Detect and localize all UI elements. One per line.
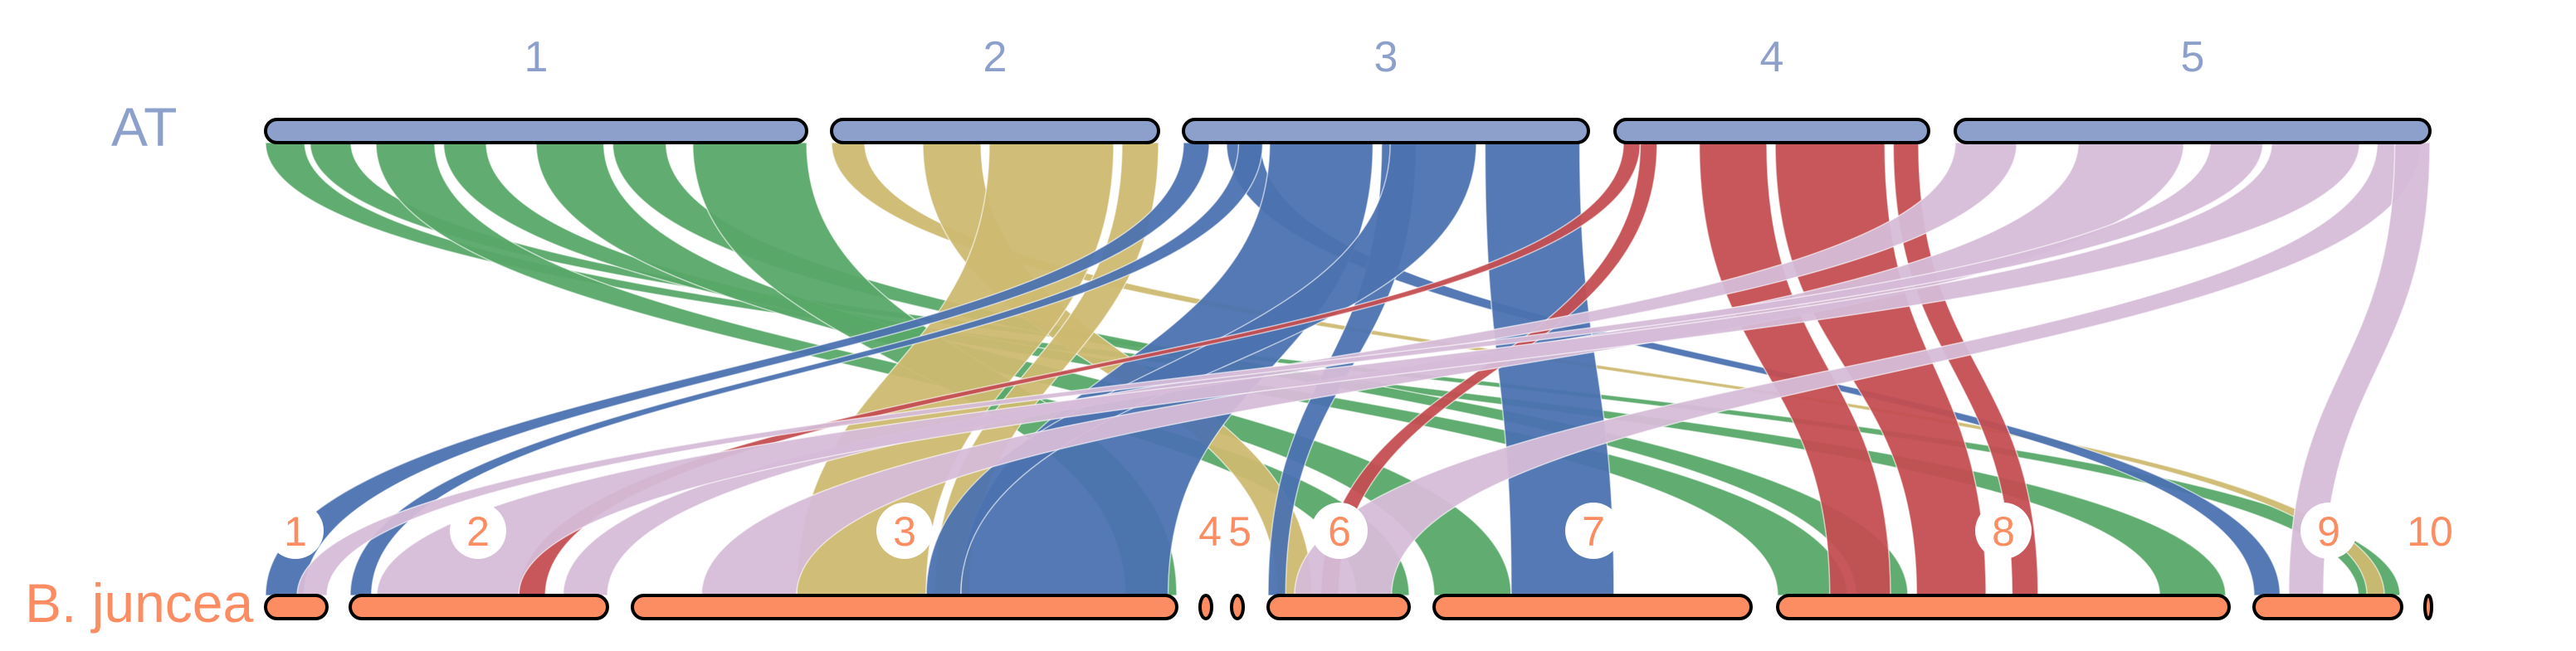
bottom-chromosome-bars — [264, 594, 2433, 620]
bj-chromosome-label-4: 4 — [1198, 508, 1222, 555]
bj-chromosome-bar-4 — [1198, 594, 1213, 620]
at-chromosome-label-5: 5 — [2181, 33, 2205, 81]
bj-chromosome-bar-5 — [1230, 594, 1245, 620]
bj-chromosome-bar-3 — [631, 594, 1178, 620]
bj-chromosome-bar-9 — [2252, 594, 2403, 620]
bj-chromosome-label-1: 1 — [284, 508, 307, 555]
bj-chromosome-bar-10 — [2423, 594, 2433, 620]
bj-chromosome-label-bg-8 — [1975, 503, 2032, 559]
bj-chromosome-label-8: 8 — [1992, 508, 2015, 555]
bottom-genome-label: B. juncea — [25, 572, 253, 634]
bj-chromosome-bar-8 — [1776, 594, 2231, 620]
at-chromosome-label-1: 1 — [524, 33, 549, 81]
bj-chromosome-label-9: 9 — [2317, 508, 2340, 555]
at-chromosome-bar-3 — [1182, 118, 1590, 144]
bj-chromosome-bar-6 — [1266, 594, 1411, 620]
at-chromosome-bar-1 — [264, 118, 808, 144]
at-chromosome-label-2: 2 — [983, 33, 1007, 81]
top-genome-label: AT — [111, 96, 177, 158]
top-chromosome-bars — [264, 118, 2432, 144]
bj-chromosome-label-bg-6 — [1311, 503, 1368, 559]
bj-chromosome-label-bg-7 — [1565, 503, 1622, 559]
bj-chromosome-label-3: 3 — [893, 508, 916, 555]
synteny-link-at5-bj1 — [296, 142, 2264, 596]
bj-chromosome-label-5: 5 — [1228, 508, 1251, 555]
bj-chromosome-bar-2 — [349, 594, 609, 620]
bj-chromosome-label-bg-2 — [450, 503, 506, 559]
at-chromosome-bar-4 — [1613, 118, 1930, 144]
at-chromosome-bar-2 — [830, 118, 1160, 144]
bj-chromosome-label-bg-1 — [267, 503, 324, 559]
at-chromosome-label-4: 4 — [1760, 33, 1784, 81]
bj-chromosome-bar-1 — [264, 594, 329, 620]
bj-chromosome-label-7: 7 — [1582, 508, 1605, 555]
bj-chromosome-label-10: 10 — [2407, 508, 2453, 555]
bj-chromosome-bar-7 — [1432, 594, 1753, 620]
at-chromosome-bar-5 — [1954, 118, 2432, 144]
bj-chromosome-label-bg-3 — [876, 503, 933, 559]
bj-chromosome-label-6: 6 — [1328, 508, 1351, 555]
at-chromosome-label-3: 3 — [1374, 33, 1398, 81]
bj-chromosome-label-2: 2 — [466, 508, 490, 555]
synteny-links — [265, 142, 2431, 596]
bj-chromosome-label-bg-9 — [2300, 503, 2357, 559]
